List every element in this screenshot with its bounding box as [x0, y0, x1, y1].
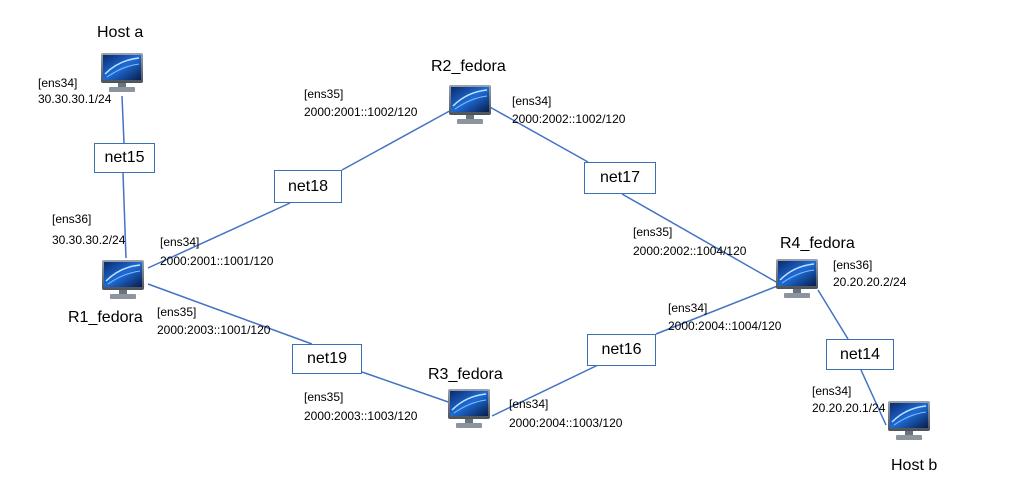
net17-box[interactable]: net17	[584, 162, 656, 194]
link-r2-net17	[487, 105, 589, 163]
r2-fedora-label: R2_fedora	[431, 58, 506, 75]
interface-address: 2000:2001::1001/120	[160, 254, 274, 268]
interface-name: [ens34]	[160, 235, 200, 249]
link-r1-net19	[147, 283, 313, 345]
interface-name: [ens34]	[812, 384, 852, 398]
r4-fedora-computer-icon[interactable]	[772, 258, 822, 300]
r2-fedora-computer-icon[interactable]	[445, 84, 495, 126]
link-net17-r4	[621, 193, 779, 284]
interface-name: [ens34]	[509, 397, 549, 411]
interface-name: [ens34]	[38, 76, 78, 90]
interface-address: 2000:2002::1004/120	[633, 244, 747, 258]
interface-name: [ens35]	[304, 87, 344, 101]
r3-ens35-interface: [ens35] 2000:2003::1003/120	[304, 389, 417, 424]
interface-name: [ens36]	[52, 212, 92, 226]
r3-fedora-computer-icon[interactable]	[444, 388, 494, 430]
interface-address: 2000:2003::1001/120	[157, 323, 271, 337]
host-a-ens34-interface: [ens34] 30.30.30.1/24	[38, 75, 111, 107]
r4-fedora-label: R4_fedora	[780, 235, 855, 252]
r4-ens34-interface: [ens34] 2000:2004::1004/120	[668, 300, 781, 334]
r4-ens36-interface: [ens36] 20.20.20.2/24	[833, 257, 906, 290]
net14-box[interactable]: net14	[826, 339, 894, 370]
interface-address: 2000:2004::1004/120	[668, 319, 782, 333]
net15-box[interactable]: net15	[94, 143, 155, 173]
link-net19-r3	[361, 371, 455, 405]
interface-address: 20.20.20.2/24	[833, 275, 907, 289]
r1-fedora-computer-icon[interactable]	[98, 259, 148, 301]
interface-address: 2000:2002::1002/120	[512, 112, 626, 126]
r2-ens35-interface: [ens35] 2000:2001::1002/120	[304, 86, 417, 120]
interface-address: 2000:2003::1003/120	[304, 409, 418, 423]
r1-fedora-label: R1_fedora	[68, 309, 143, 326]
r3-ens34-interface: [ens34] 2000:2004::1003/120	[509, 396, 622, 431]
net18-box[interactable]: net18	[274, 170, 342, 203]
host-b-ens34-interface: [ens34] 20.20.20.1/24	[812, 383, 885, 416]
link-r1-net18	[147, 202, 291, 269]
interface-name: [ens34]	[512, 94, 552, 108]
host-a-computer-icon[interactable]	[97, 52, 147, 94]
interface-address: 30.30.30.2/24	[52, 233, 126, 247]
r2-ens34-interface: [ens34] 2000:2002::1002/120	[512, 93, 625, 127]
r3-fedora-label: R3_fedora	[428, 366, 503, 383]
interface-address: 20.20.20.1/24	[812, 401, 886, 415]
interface-name: [ens34]	[668, 301, 708, 315]
link-r4-net14	[817, 289, 849, 340]
r1-ens36-interface: [ens36] 30.30.30.2/24	[52, 211, 125, 248]
r1-ens34-interface: [ens34] 2000:2001::1001/120	[160, 234, 273, 269]
interface-address: 30.30.30.1/24	[38, 92, 112, 106]
interface-address: 2000:2004::1003/120	[509, 416, 623, 430]
interface-name: [ens35]	[157, 305, 197, 319]
link-net14-host-b	[860, 369, 887, 426]
net16-box[interactable]: net16	[587, 334, 656, 366]
interface-name: [ens35]	[304, 390, 344, 404]
link-net16-r4	[655, 284, 781, 335]
net19-box[interactable]: net19	[292, 344, 362, 374]
interface-name: [ens35]	[633, 225, 673, 239]
interface-name: [ens36]	[833, 258, 873, 272]
r1-ens35-interface: [ens35] 2000:2003::1001/120	[157, 304, 270, 338]
host-b-computer-icon[interactable]	[884, 400, 934, 442]
link-r3-net16	[491, 364, 599, 417]
host-a-label: Host a	[97, 24, 144, 41]
link-host-a-net15	[121, 95, 125, 144]
link-net18-r2	[341, 107, 456, 171]
interface-address: 2000:2001::1002/120	[304, 105, 418, 119]
link-net15-r1	[122, 172, 127, 259]
r4-ens35-interface: [ens35] 2000:2002::1004/120	[633, 224, 746, 259]
host-b-label: Host b	[891, 457, 938, 474]
